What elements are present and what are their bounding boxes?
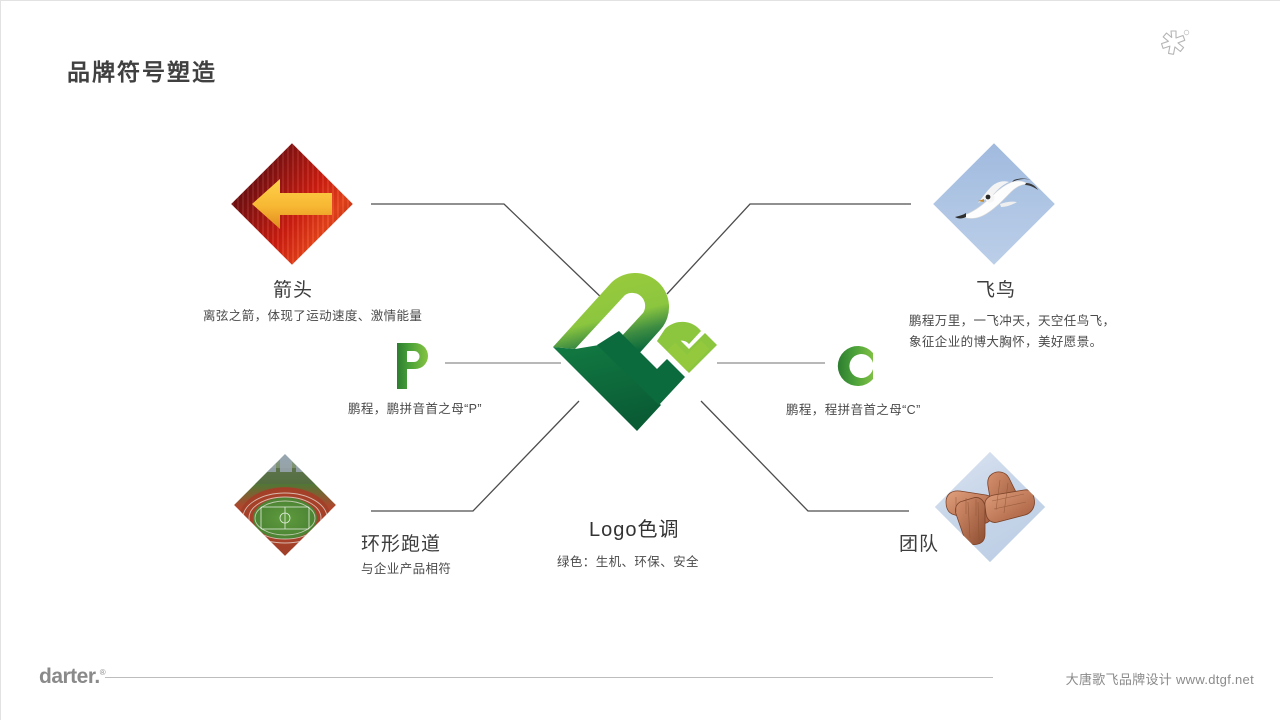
letter-p-svg [397, 343, 428, 389]
asterisk-flower-logo [1152, 27, 1192, 67]
track-thumbnail [234, 454, 336, 556]
team-thumbnail [934, 451, 1046, 563]
pc-monogram-svg [553, 273, 717, 431]
letter-c-glyph [835, 341, 877, 399]
bird-description: 鹏程万里，一飞冲天，天空任鸟飞， 象征企业的博大胸怀，美好愿景。 [909, 311, 1115, 353]
left-arrow-icon [252, 179, 332, 229]
registered-mark: ® [99, 668, 106, 677]
letter-c-svg [837, 346, 873, 386]
darter-brand-logo: darter.® [39, 665, 106, 689]
letter-p-description: 鹏程，鹏拼音首之母“P” [348, 402, 482, 416]
darter-brand-dot: . [94, 665, 100, 688]
pc-monogram-logo [539, 253, 735, 441]
joined-hands-icon [945, 471, 1035, 545]
arrow-title: 箭头 [273, 280, 314, 301]
letter-p-glyph [393, 341, 433, 399]
bird-thumbnail [933, 143, 1055, 265]
track-title: 环形跑道 [361, 534, 442, 555]
track-description: 与企业产品相符 [361, 562, 452, 576]
bird-title: 飞鸟 [976, 280, 1017, 301]
bird-description-line-1: 鹏程万里，一飞冲天，天空任鸟飞， [909, 314, 1116, 328]
footer-credit: 大唐歌飞品牌设计 www.dtgf.net [1065, 672, 1254, 687]
footer-divider [105, 677, 993, 678]
arrow-description: 离弦之箭，体现了运动速度、激情能量 [203, 309, 423, 323]
letter-c-description: 鹏程，程拼音首之母“C” [786, 403, 921, 417]
track-lane-lines-icon [234, 454, 336, 544]
darter-brand-text: darter [39, 665, 95, 688]
center-description: 绿色：生机、环保、安全 [557, 555, 699, 569]
arrow-thumbnail [231, 143, 353, 265]
bird-description-line-2: 象征企业的博大胸怀，美好愿景。 [909, 335, 1103, 349]
center-title: Logo色调 [589, 519, 680, 541]
page-title: 品牌符号塑造 [67, 59, 217, 85]
seagull-icon [955, 178, 1038, 220]
team-title: 团队 [899, 534, 940, 555]
